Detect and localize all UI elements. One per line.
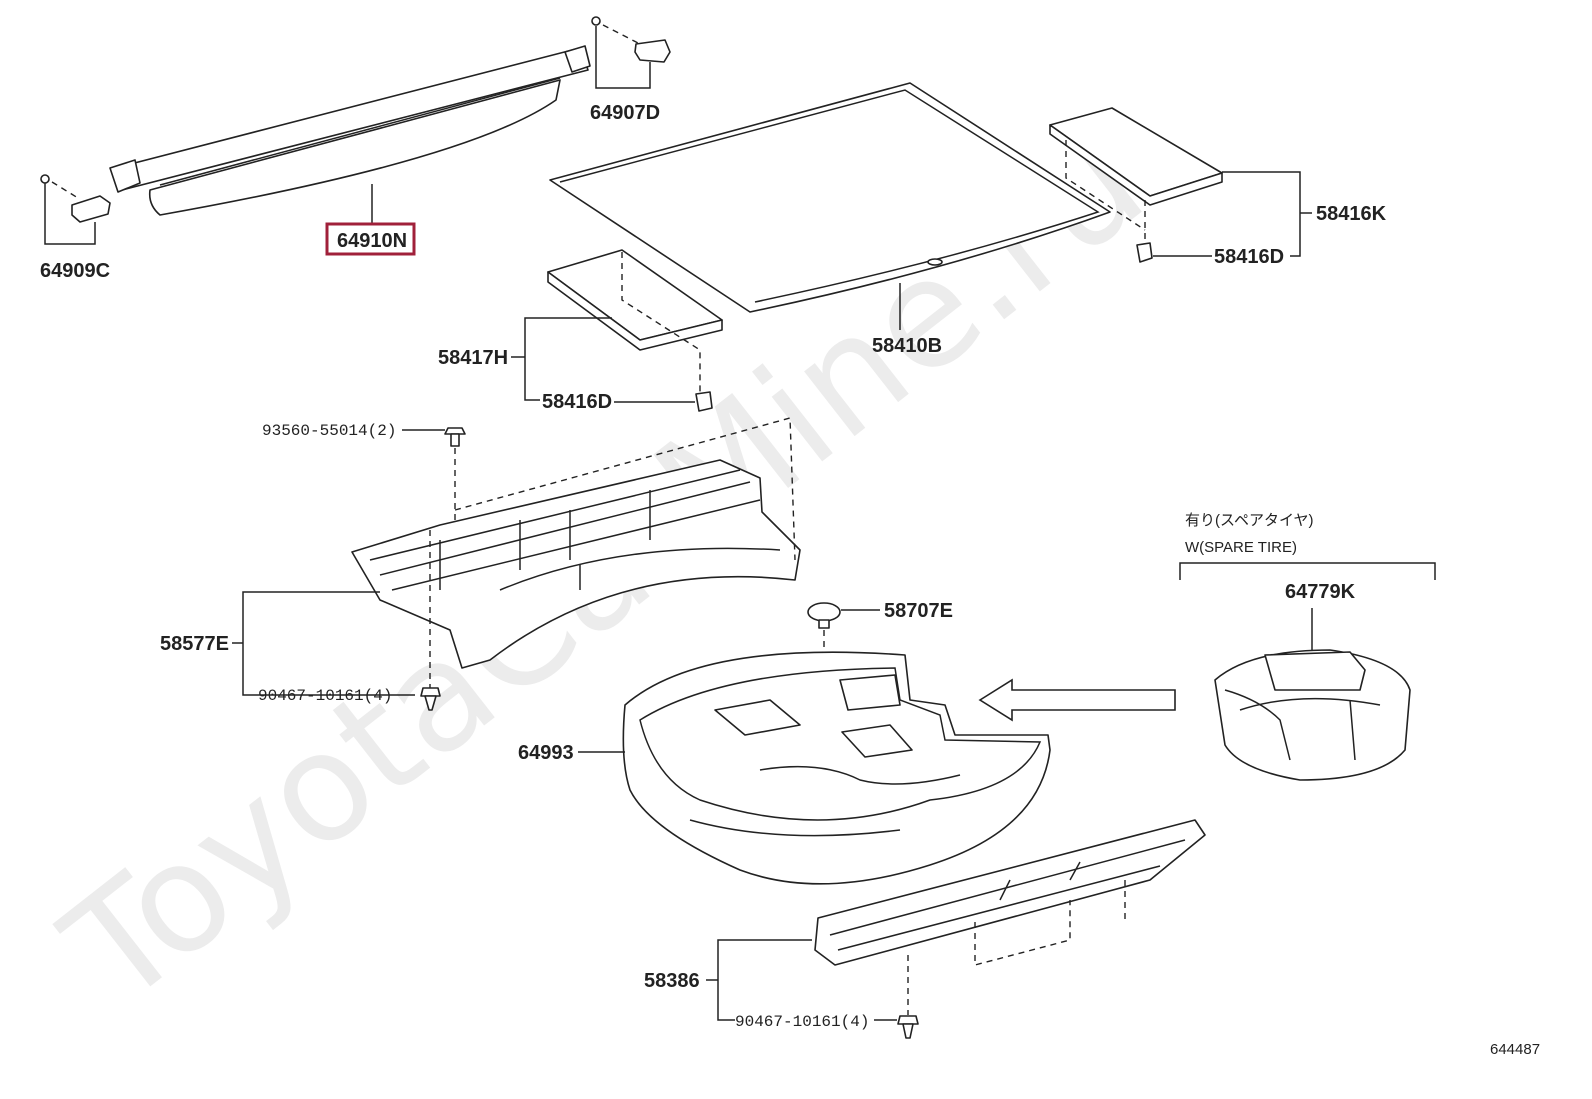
note-jp: 有り(スペアタイヤ)	[1185, 512, 1314, 529]
clip-58416D-left[interactable]	[614, 391, 713, 412]
label-58416K[interactable]: 58416K	[1316, 203, 1387, 225]
label-64993[interactable]: 64993	[518, 742, 574, 764]
label-58577E[interactable]: 58577E	[160, 633, 229, 655]
tonneau-cover-64910N[interactable]	[109, 45, 591, 224]
label-64910N[interactable]: 64910N	[337, 230, 407, 252]
tray-64993[interactable]	[578, 651, 1051, 885]
label-58386[interactable]: 58386	[644, 970, 700, 992]
label-64779K[interactable]: 64779K	[1285, 581, 1356, 603]
label-90467-10161-lower[interactable]: 90467-10161(4)	[735, 1013, 869, 1031]
highlight-box-64910N	[325, 222, 416, 256]
label-58416D-right[interactable]: 58416D	[1214, 246, 1284, 268]
label-90467-10161-upper[interactable]: 90467-10161(4)	[258, 687, 392, 705]
label-58416D-left[interactable]: 58416D	[542, 391, 612, 413]
label-58707E[interactable]: 58707E	[884, 600, 953, 622]
deck-board-58410B[interactable]	[549, 82, 1111, 330]
label-93560-55014[interactable]: 93560-55014(2)	[262, 422, 396, 440]
note-en: W(SPARE TIRE)	[1185, 539, 1297, 556]
sill-plate-58386[interactable]	[706, 819, 1206, 1021]
clip-58416D-right[interactable]	[1136, 242, 1212, 263]
direction-arrow	[978, 678, 1176, 722]
note-bracket	[1179, 562, 1436, 580]
label-58410B[interactable]: 58410B	[872, 335, 942, 357]
bracket-64907D[interactable]	[591, 16, 671, 89]
diagram-id: 644487	[1490, 1041, 1540, 1058]
floor-panel-58577E[interactable]	[232, 417, 801, 696]
bracket-64909C[interactable]	[40, 174, 111, 245]
label-64909C[interactable]: 64909C	[40, 260, 110, 282]
side-board-58416K[interactable]	[1049, 107, 1312, 257]
label-58417H[interactable]: 58417H	[438, 347, 508, 369]
small-board-58417H[interactable]	[511, 249, 723, 401]
label-64907D[interactable]: 64907D	[590, 102, 660, 124]
spare-tire-tray-64779K[interactable]	[1214, 608, 1411, 781]
clip-90467-10161-lower[interactable]	[874, 1015, 919, 1039]
clip-90467-10161-upper[interactable]	[420, 687, 441, 711]
